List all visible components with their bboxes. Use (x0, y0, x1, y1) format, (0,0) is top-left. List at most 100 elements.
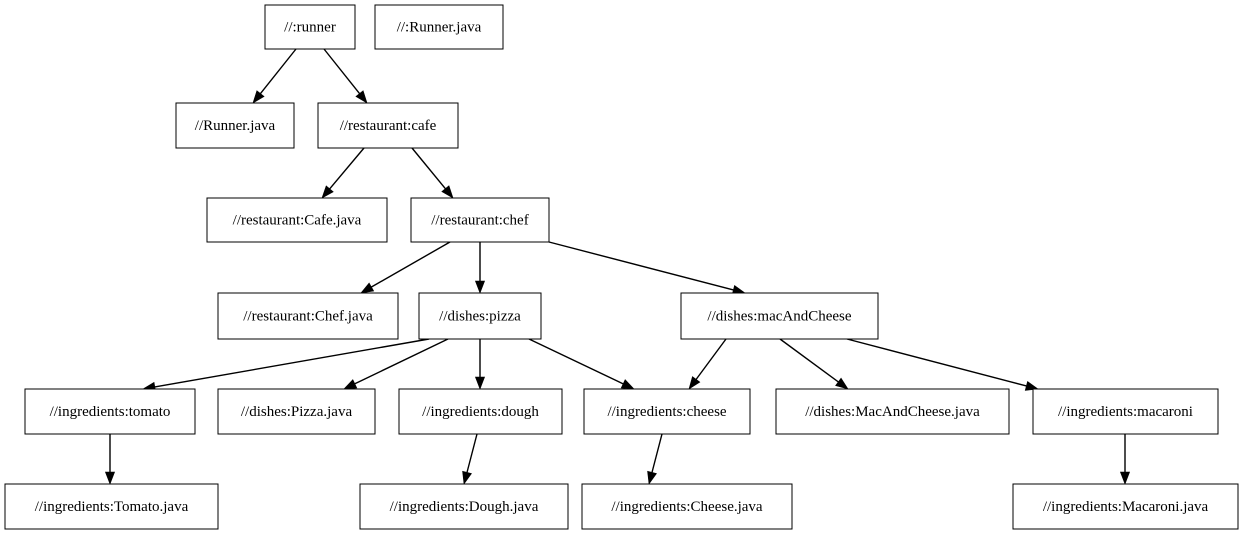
arrowhead-icon (104, 471, 116, 485)
graph-edge (779, 338, 849, 390)
nodes-layer: //:runner //:Runner.java //Runner.java //re… (4, 4, 1239, 530)
edge-line (466, 433, 478, 473)
graph-edge (142, 338, 430, 392)
node-box[interactable] (1012, 483, 1239, 530)
node-label: //dishes:macAndCheese (707, 308, 851, 324)
node-label: //:runner (284, 19, 336, 35)
graph-edge (647, 433, 663, 485)
graph-node-dishes-macandcheese[interactable]: //dishes:macAndCheese (680, 292, 879, 340)
edge-line (259, 48, 297, 95)
graph-node-ingredients-cheese[interactable]: //ingredients:cheese (583, 388, 751, 435)
edge-line (779, 338, 839, 383)
node-box[interactable] (775, 388, 1010, 435)
node-label: //dishes:MacAndCheese.java (805, 404, 980, 420)
node-box[interactable] (24, 388, 196, 435)
node-box[interactable] (206, 197, 388, 243)
graph-edge (846, 338, 1039, 391)
arrowhead-icon (620, 379, 635, 390)
graph-node-ingredients-dough[interactable]: //ingredients:dough (398, 388, 563, 435)
graph-node-runner-java-root[interactable]: //:Runner.java (374, 4, 504, 50)
node-box[interactable] (680, 292, 879, 340)
arrowhead-icon (474, 376, 486, 390)
graph-node-restaurant-chef[interactable]: //restaurant:chef (410, 197, 550, 243)
node-label: //restaurant:cafe (340, 118, 437, 134)
graph-node-dishes-pizza[interactable]: //dishes:pizza (418, 292, 542, 340)
node-label: //dishes:Pizza.java (241, 404, 353, 420)
graph-node-runner-java[interactable]: //Runner.java (175, 102, 295, 149)
node-box[interactable] (4, 483, 219, 530)
node-label: //ingredients:cheese (607, 404, 726, 420)
edge-line (354, 338, 449, 385)
node-label: //ingredients:Dough.java (390, 499, 539, 515)
graph-edge (104, 434, 116, 485)
node-box[interactable] (581, 483, 793, 530)
graph-edge (548, 241, 746, 295)
arrowhead-icon (462, 470, 472, 485)
edge-line (548, 241, 734, 291)
graph-node-ingredients-cheese-java[interactable]: //ingredients:Cheese.java (581, 483, 793, 530)
graph-node-ingredients-dough-java[interactable]: //ingredients:Dough.java (359, 483, 569, 530)
graph-node-dishes-pizza-java[interactable]: //dishes:Pizza.java (217, 388, 376, 435)
arrowhead-icon (321, 185, 334, 199)
node-box[interactable] (359, 483, 569, 530)
arrowhead-icon (688, 376, 701, 390)
node-label: //ingredients:macaroni (1058, 404, 1193, 420)
node-box[interactable] (217, 292, 399, 340)
graph-edge (343, 338, 449, 390)
edges-layer (104, 48, 1131, 485)
node-box[interactable] (398, 388, 563, 435)
graph-node-dishes-macandcheese-java[interactable]: //dishes:MacAndCheese.java (775, 388, 1010, 435)
node-label: //ingredients:tomato (50, 404, 171, 420)
graph-edge (321, 147, 365, 199)
edge-line (329, 147, 365, 190)
node-box[interactable] (1032, 388, 1219, 435)
edge-line (528, 338, 624, 385)
arrowhead-icon (355, 90, 368, 104)
node-box[interactable] (264, 4, 356, 50)
edge-line (154, 338, 430, 388)
graph-node-restaurant-cafe-java[interactable]: //restaurant:Cafe.java (206, 197, 388, 243)
graph-node-ingredients-macaroni[interactable]: //ingredients:macaroni (1032, 388, 1219, 435)
graph-node-ingredients-tomato-java[interactable]: //ingredients:Tomato.java (4, 483, 219, 530)
graph-edge (360, 241, 451, 294)
graph-node-restaurant-chef-java[interactable]: //restaurant:Chef.java (217, 292, 399, 340)
arrowhead-icon (360, 282, 375, 294)
edge-line (371, 241, 451, 288)
graph-edge (1119, 434, 1131, 485)
node-label: //restaurant:Chef.java (243, 308, 373, 324)
arrowhead-icon (647, 470, 657, 485)
arrowhead-icon (474, 280, 486, 294)
arrowhead-icon (441, 185, 454, 199)
graph-edge (462, 433, 478, 485)
arrowhead-icon (835, 377, 849, 390)
arrowhead-icon (343, 379, 358, 390)
node-box[interactable] (410, 197, 550, 243)
node-label: //restaurant:chef (431, 212, 528, 228)
node-label: //restaurant:Cafe.java (233, 212, 362, 228)
arrowhead-icon (1024, 381, 1039, 391)
node-box[interactable] (418, 292, 542, 340)
node-box[interactable] (217, 388, 376, 435)
graph-edge (252, 48, 297, 104)
node-box[interactable] (374, 4, 504, 50)
edge-line (323, 48, 361, 95)
graph-node-ingredients-tomato[interactable]: //ingredients:tomato (24, 388, 196, 435)
node-label: //dishes:pizza (439, 308, 521, 324)
node-box[interactable] (583, 388, 751, 435)
node-box[interactable] (175, 102, 295, 149)
graph-edge (474, 339, 486, 390)
graph-edge (528, 338, 635, 390)
edge-line (651, 433, 663, 473)
graph-node-ingredients-macaroni-java[interactable]: //ingredients:Macaroni.java (1012, 483, 1239, 530)
arrowhead-icon (252, 90, 265, 104)
graph-node-runner-target[interactable]: //:runner (264, 4, 356, 50)
graph-node-restaurant-cafe[interactable]: //restaurant:cafe (317, 102, 459, 149)
node-label: //ingredients:Cheese.java (611, 499, 763, 515)
graph-edge (688, 338, 727, 390)
node-box[interactable] (317, 102, 459, 149)
graph-edge (323, 48, 368, 104)
edge-line (411, 147, 446, 190)
arrowhead-icon (1119, 471, 1131, 485)
edge-line (695, 338, 727, 380)
